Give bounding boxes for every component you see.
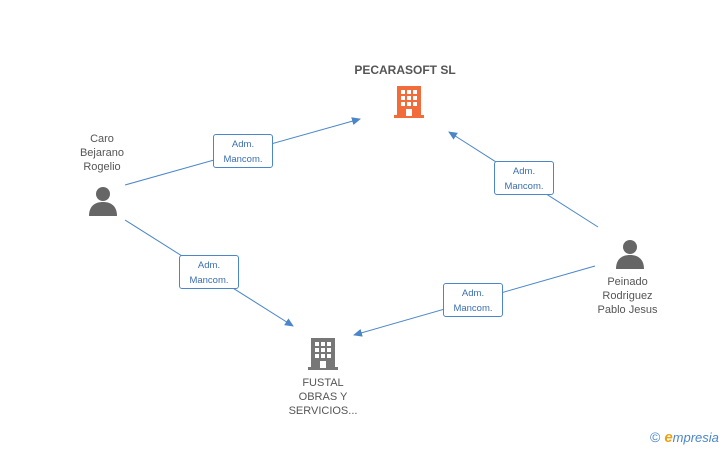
edge-label-caro-fustal[interactable]: Adm.Mancom. xyxy=(179,255,239,289)
copyright-symbol: © xyxy=(650,429,661,445)
edge-label-peinado-pecarasoft[interactable]: Adm.Mancom. xyxy=(494,161,554,195)
company-title-pecarasoft[interactable]: PECARASOFT SL xyxy=(354,63,456,77)
person-label-caro[interactable]: Caro Bejarano Rogelio xyxy=(79,133,125,173)
company-label-fustal[interactable]: FUSTAL OBRAS Y SERVICIOS... xyxy=(288,377,358,417)
building-icon[interactable] xyxy=(307,336,339,370)
person-icon[interactable] xyxy=(615,239,645,269)
edge-label-caro-pecarasoft[interactable]: Adm.Mancom. xyxy=(213,134,273,168)
building-icon[interactable] xyxy=(393,84,425,118)
person-label-peinado[interactable]: Peinado Rodriguez Pablo Jesus xyxy=(597,276,658,316)
edge-label-peinado-fustal[interactable]: Adm.Mancom. xyxy=(443,283,503,317)
person-icon[interactable] xyxy=(88,186,118,216)
